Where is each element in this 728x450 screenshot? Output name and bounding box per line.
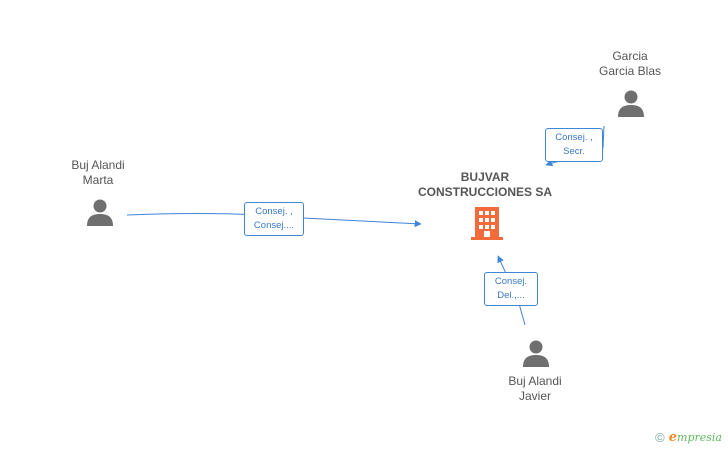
relation-label-line1: Consej. , — [555, 132, 593, 143]
person-icon[interactable] — [522, 339, 550, 367]
relation-label-line1: Consej. , — [255, 206, 293, 217]
brand-name: mpresia — [677, 431, 722, 444]
copyright-icon: © — [655, 430, 665, 445]
brand-initial: e — [668, 430, 678, 445]
person-name-line1: Garcia — [612, 49, 648, 63]
person-icon[interactable] — [86, 198, 114, 226]
relation-label-line2: Del.,... — [497, 290, 525, 301]
relation-label-line2: Consej.... — [253, 220, 295, 231]
person-icon[interactable] — [617, 89, 645, 117]
relation-label-line1: Consej. — [494, 276, 528, 287]
relation-label-javier[interactable]: Consej. Del.,... — [484, 272, 538, 306]
company-name[interactable]: BUJVAR CONSTRUCCIONES SA — [395, 170, 575, 200]
person-name-line2: Marta — [82, 173, 114, 187]
building-icon[interactable] — [471, 206, 503, 241]
person-name-line2: Javier — [518, 389, 551, 403]
person-name-line2: Garcia Blas — [598, 64, 662, 78]
relation-label-line2: Secr. — [563, 146, 585, 157]
person-name-garcia[interactable]: Garcia Garcia Blas — [570, 49, 690, 79]
person-name-line1: Buj Alandi — [71, 158, 125, 172]
person-name-marta[interactable]: Buj Alandi Marta — [38, 158, 158, 188]
company-name-line1: BUJVAR — [460, 170, 510, 184]
company-name-line2: CONSTRUCCIONES SA — [417, 185, 552, 199]
relation-label-marta[interactable]: Consej. , Consej.... — [244, 202, 304, 236]
person-name-line1: Buj Alandi — [508, 374, 562, 388]
empresia-logo: © e mpresia — [655, 430, 722, 445]
relation-label-garcia[interactable]: Consej. , Secr. — [545, 128, 603, 162]
person-name-javier[interactable]: Buj Alandi Javier — [475, 374, 595, 404]
